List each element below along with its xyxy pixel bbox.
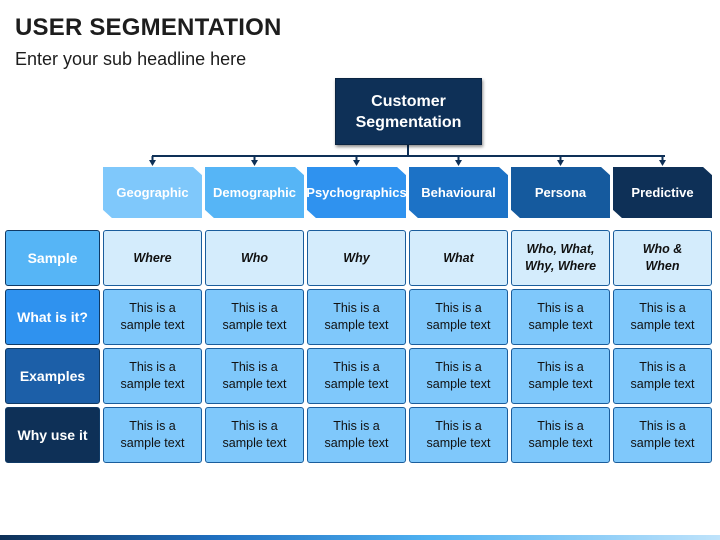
row-header-sample: Sample <box>5 230 100 286</box>
table-cell: What <box>409 230 508 286</box>
cell-text: This is a sample text <box>324 301 389 332</box>
column-header-behavioural: Behavioural <box>409 167 508 218</box>
table-cell: This is a sample text <box>307 407 406 463</box>
footer-accent-bar <box>0 535 720 540</box>
arrowhead-icon <box>353 160 360 166</box>
cell-text: This is a sample text <box>528 301 593 332</box>
table-cell: This is a sample text <box>307 289 406 345</box>
cell-text: Where <box>133 250 172 265</box>
table-cell: This is a sample text <box>511 348 610 404</box>
cell-text: This is a sample text <box>222 419 287 450</box>
arrowhead-icon <box>659 160 666 166</box>
arrowhead-icon <box>557 160 564 166</box>
table-cell: This is a sample text <box>103 407 202 463</box>
column-header-psychographics: Psychographics <box>307 167 406 218</box>
table-cell: This is a sample text <box>613 348 712 404</box>
root-node-customer-segmentation: Customer Segmentation <box>335 78 482 145</box>
table-cell: This is a sample text <box>511 289 610 345</box>
cell-text: What <box>443 250 474 265</box>
table-cell: Who & When <box>613 230 712 286</box>
column-header-geographic: Geographic <box>103 167 202 218</box>
cell-text: This is a sample text <box>222 301 287 332</box>
cell-text: Why <box>343 250 370 265</box>
cell-text: Who, What, Why, Where <box>524 242 597 273</box>
cell-text: This is a sample text <box>630 360 695 391</box>
row-header-why-use-it: Why use it <box>5 407 100 463</box>
cell-text: This is a sample text <box>120 419 185 450</box>
cell-text: This is a sample text <box>426 360 491 391</box>
row-header-what-is-it: What is it? <box>5 289 100 345</box>
table-cell: This is a sample text <box>409 348 508 404</box>
column-header-predictive: Predictive <box>613 167 712 218</box>
cell-text: Who <box>240 250 269 265</box>
table-cell: This is a sample text <box>205 407 304 463</box>
table-cell: Where <box>103 230 202 286</box>
page-title: USER SEGMENTATION <box>15 14 282 41</box>
arrowhead-icon <box>455 160 462 166</box>
table-cell: This is a sample text <box>103 348 202 404</box>
cell-text: This is a sample text <box>324 419 389 450</box>
table-cell: This is a sample text <box>307 348 406 404</box>
row-header-examples: Examples <box>5 348 100 404</box>
cell-text: This is a sample text <box>222 360 287 391</box>
cell-text: This is a sample text <box>528 360 593 391</box>
column-header-persona: Persona <box>511 167 610 218</box>
cell-text: This is a sample text <box>528 419 593 450</box>
table-cell: Who, What, Why, Where <box>511 230 610 286</box>
cell-text: This is a sample text <box>630 301 695 332</box>
column-header-demographic: Demographic <box>205 167 304 218</box>
cell-text: This is a sample text <box>120 301 185 332</box>
cell-text: This is a sample text <box>324 360 389 391</box>
arrowhead-icon <box>251 160 258 166</box>
table-cell: This is a sample text <box>511 407 610 463</box>
table-cell: This is a sample text <box>103 289 202 345</box>
arrowhead-icon <box>149 160 156 166</box>
table-cell: This is a sample text <box>613 289 712 345</box>
table-cell: This is a sample text <box>613 407 712 463</box>
cell-text: This is a sample text <box>426 301 491 332</box>
root-node-label: Customer Segmentation <box>355 92 462 131</box>
page-subtitle: Enter your sub headline here <box>15 49 247 69</box>
table-cell: This is a sample text <box>409 289 508 345</box>
cell-text: This is a sample text <box>426 419 491 450</box>
table-cell: Why <box>307 230 406 286</box>
table-cell: This is a sample text <box>205 348 304 404</box>
cell-text: This is a sample text <box>630 419 695 450</box>
cell-text: This is a sample text <box>120 360 185 391</box>
table-cell: This is a sample text <box>205 289 304 345</box>
table-cell: Who <box>205 230 304 286</box>
cell-text: Who & When <box>642 242 683 273</box>
table-cell: This is a sample text <box>409 407 508 463</box>
